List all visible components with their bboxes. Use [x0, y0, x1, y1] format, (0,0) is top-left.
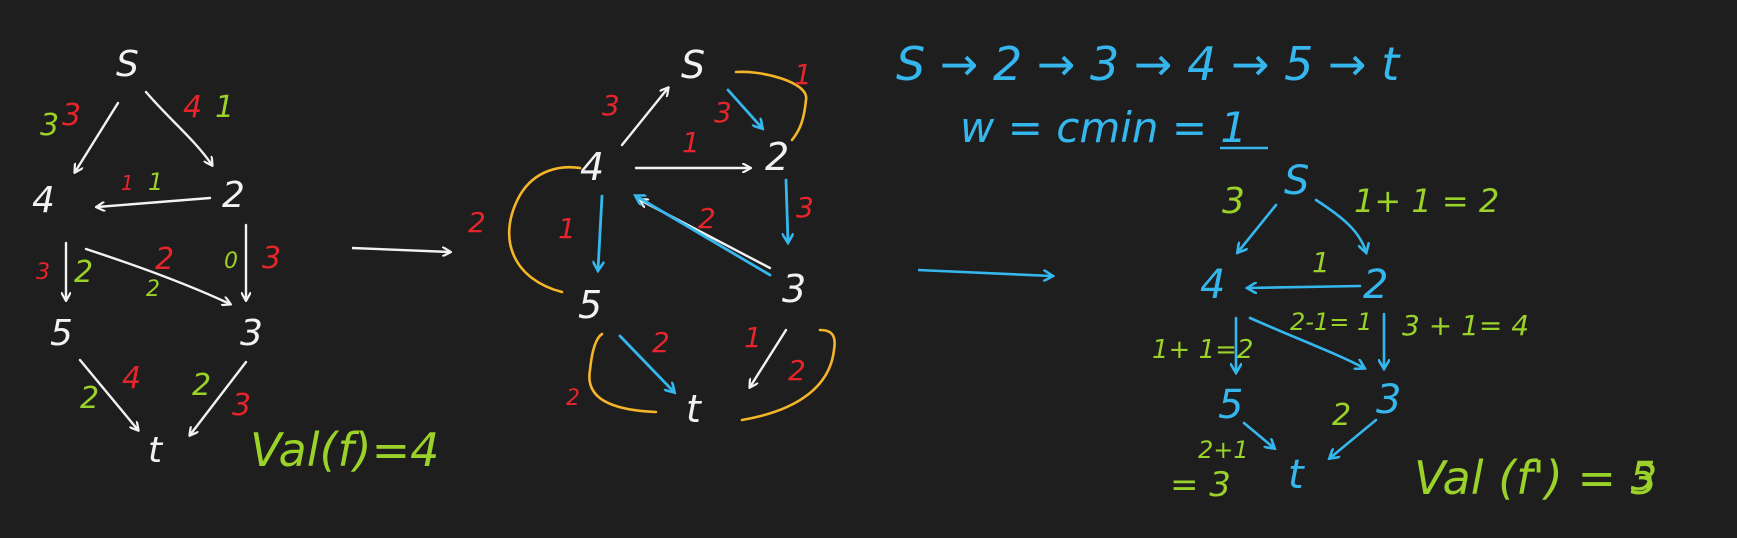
edge-3-t	[750, 328, 788, 387]
label-45: 1+ 1=2	[1152, 335, 1253, 365]
transition-arrow-1	[351, 248, 450, 252]
label-24-green: 1	[148, 168, 163, 196]
label-5t-top: 2+1	[1198, 436, 1249, 464]
node-s: S	[1284, 158, 1309, 204]
label-45-red: 3	[36, 260, 50, 285]
label-23-green: 0	[224, 249, 238, 274]
edge-s-4	[75, 101, 120, 172]
node-t: t	[148, 430, 164, 471]
label-s2: 1+ 1 = 2	[1354, 182, 1499, 220]
augmenting-path-notes: S → 2 → 3 → 4 → 5 → t w = cmin = 1	[896, 37, 1401, 152]
label-5t-red: 4	[122, 361, 141, 396]
node-5: 5	[578, 283, 602, 327]
node-s: S	[681, 43, 705, 87]
label-3t-green: 2	[192, 368, 211, 403]
label-s4: 3	[1222, 181, 1245, 222]
node-3: 3	[240, 313, 263, 354]
edge-s-2	[1314, 198, 1366, 252]
node-5: 5	[1218, 382, 1243, 428]
label-23: 3 + 1= 4	[1402, 309, 1529, 342]
edge-3-t	[190, 360, 248, 435]
edge-2-4	[97, 196, 212, 207]
node-4: 4	[32, 180, 55, 221]
label-4s: 3	[602, 89, 620, 122]
node-4: 4	[580, 145, 604, 189]
edge-4-3	[1248, 316, 1364, 368]
label-back-2s: 1	[794, 58, 812, 91]
corrected-value: 5	[1630, 454, 1655, 500]
label-43: 2-1= 1	[1290, 308, 1372, 336]
node-2: 2	[1363, 262, 1388, 308]
label-43-red: 2	[155, 242, 174, 277]
label-45-green: 2	[74, 255, 93, 290]
label-24: 1	[1312, 246, 1330, 279]
edge-s-4	[1238, 203, 1278, 252]
transition-arrow-2	[917, 268, 1052, 276]
label-23: 3	[796, 191, 814, 224]
label-back-54: 2	[468, 206, 486, 239]
node-3: 3	[1376, 377, 1401, 423]
edge-5-t	[1242, 421, 1274, 448]
node-5: 5	[50, 313, 73, 354]
label-34: 2	[698, 202, 716, 235]
graph-original-flow: S 4 2 5 3 t 3 3 4 1 1 1 0 3 3 2	[32, 44, 439, 477]
node-2: 2	[765, 135, 789, 179]
augment-3-4	[636, 196, 772, 277]
node-4: 4	[1200, 262, 1225, 308]
new-flow-value-prefix: Val (f') =	[1414, 451, 1631, 505]
label-3t: 2	[1332, 398, 1351, 433]
bottleneck-line: w = cmin = 1	[960, 103, 1247, 152]
node-2: 2	[222, 175, 245, 216]
label-s4-flow: 3	[62, 98, 81, 133]
augment-2-3	[786, 178, 788, 242]
label-s2-capacity: 4	[183, 90, 202, 125]
label-45: 1	[558, 212, 576, 245]
label-back-t5: 2	[566, 386, 580, 411]
label-42: 1	[682, 126, 700, 159]
augment-s-2	[726, 88, 762, 128]
crossed-out-value: 3	[1631, 455, 1658, 504]
graph-residual-network: S 4 2 5 3 t 3	[468, 43, 836, 431]
label-5t-bottom: = 3	[1170, 465, 1231, 505]
back-edge-t-5	[588, 332, 658, 414]
edge-s-2	[144, 90, 212, 165]
label-s4-capacity: 3	[40, 108, 59, 143]
label-back-t3: 2	[788, 354, 806, 387]
label-43-green: 2	[146, 277, 160, 302]
node-s: S	[116, 44, 139, 85]
path-line: S → 2 → 3 → 4 → 5 → t	[896, 37, 1401, 91]
label-s2: 3	[714, 96, 732, 129]
new-flow-value: Val (f') = 3	[1414, 451, 1657, 505]
edge-4-3	[84, 247, 230, 304]
label-23-red: 3	[262, 241, 281, 276]
edge-4-s	[620, 88, 668, 147]
node-t: t	[686, 387, 703, 431]
label-3t: 1	[744, 321, 762, 354]
back-edge-5-4	[507, 166, 582, 294]
label-5t: 2	[652, 326, 670, 359]
node-t: t	[1288, 452, 1305, 498]
graph-updated-flow: S 4 2 5 3 t 3 1+ 1 = 2 1 1+ 1=2 2-1= 1 3…	[1152, 158, 1657, 505]
edge-2-4	[1248, 286, 1362, 288]
label-s2-flow: 1	[215, 90, 234, 125]
node-3: 3	[782, 267, 806, 311]
augment-5-t	[618, 334, 674, 392]
edge-5-t	[78, 358, 138, 430]
flow-value: Val(f)=4	[250, 423, 439, 477]
label-24-red: 1	[121, 171, 134, 195]
label-5t-green: 2	[80, 381, 99, 416]
back-edge-2-s	[734, 70, 808, 142]
label-3t-red: 3	[232, 388, 251, 423]
edge-3-t	[1330, 418, 1378, 458]
back-edge-t-3	[740, 328, 836, 422]
augment-4-5	[598, 194, 602, 270]
